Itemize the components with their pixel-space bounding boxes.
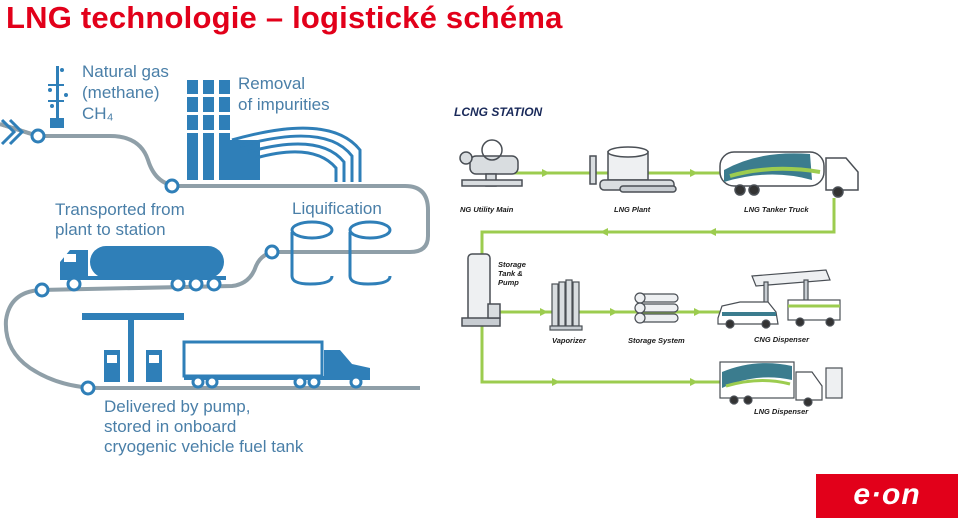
transported-label: Transported from: [55, 200, 185, 219]
storage-system-label: Storage System: [628, 336, 685, 345]
removal-label: Removal: [238, 74, 305, 93]
plant-to-station-label: plant to station: [55, 220, 166, 239]
lcng-station-diagram: LCNG STATION NG Utility Main: [454, 105, 859, 416]
station-title: LCNG STATION: [454, 105, 543, 119]
liquification-tanks-icon: [290, 220, 392, 286]
eon-logo: e·on: [816, 474, 958, 518]
lng-tanker-truck-icon: [719, 151, 859, 198]
fuel-station-icon: [82, 313, 184, 382]
lng-plant-icon: [589, 146, 677, 193]
lng-dispenser-icon: [719, 361, 843, 407]
storage-label-1: Storage: [498, 260, 526, 269]
lng-dispenser-label: LNG Dispenser: [754, 407, 809, 416]
cng-dispenser-label: CNG Dispenser: [754, 335, 810, 344]
impurities-label: of impurities: [238, 95, 330, 114]
storage-label-2: Tank &: [498, 269, 523, 278]
ng-utility-main-label: NG Utility Main: [460, 205, 514, 214]
semi-truck-icon: [182, 340, 370, 389]
inlet-arrow-icon: [0, 118, 25, 146]
storage-system-icon: [634, 292, 679, 324]
delivered-label: Delivered by pump,: [104, 397, 250, 416]
impurity-removal-plant-icon: [187, 80, 260, 180]
ch4-label: CH₄: [82, 104, 114, 123]
lng-tanker-truck-label: LNG Tanker Truck: [744, 205, 809, 214]
pipeline-node-icon: [30, 128, 280, 396]
liquification-label: Liquification: [292, 199, 382, 218]
lng-plant-label: LNG Plant: [614, 205, 651, 214]
cng-dispenser-icon: [717, 269, 841, 329]
vaporizer-icon: [549, 279, 583, 331]
page-title: LNG technologie – logistické schéma: [6, 0, 563, 35]
left-process-diagram: Natural gas (methane) CH₄ Removal of imp…: [0, 62, 430, 456]
natural-gas-label: Natural gas: [82, 62, 169, 81]
vaporizer-label: Vaporizer: [552, 336, 587, 345]
storage-label-3: Pump: [498, 278, 519, 287]
storage-tank-icon: [461, 253, 501, 327]
eon-logo-text: e·on: [853, 478, 921, 511]
fuel-tank-label: cryogenic vehicle fuel tank: [104, 437, 304, 456]
tanker-truck-icon: [60, 246, 226, 292]
impurity-removal-pipes: [231, 126, 362, 182]
flow-arrow-icons: [540, 169, 716, 386]
methane-label: (methane): [82, 83, 159, 102]
methane-molecule-icon: [48, 66, 68, 128]
ng-utility-main-icon: [459, 139, 523, 187]
stored-label: stored in onboard: [104, 417, 236, 436]
